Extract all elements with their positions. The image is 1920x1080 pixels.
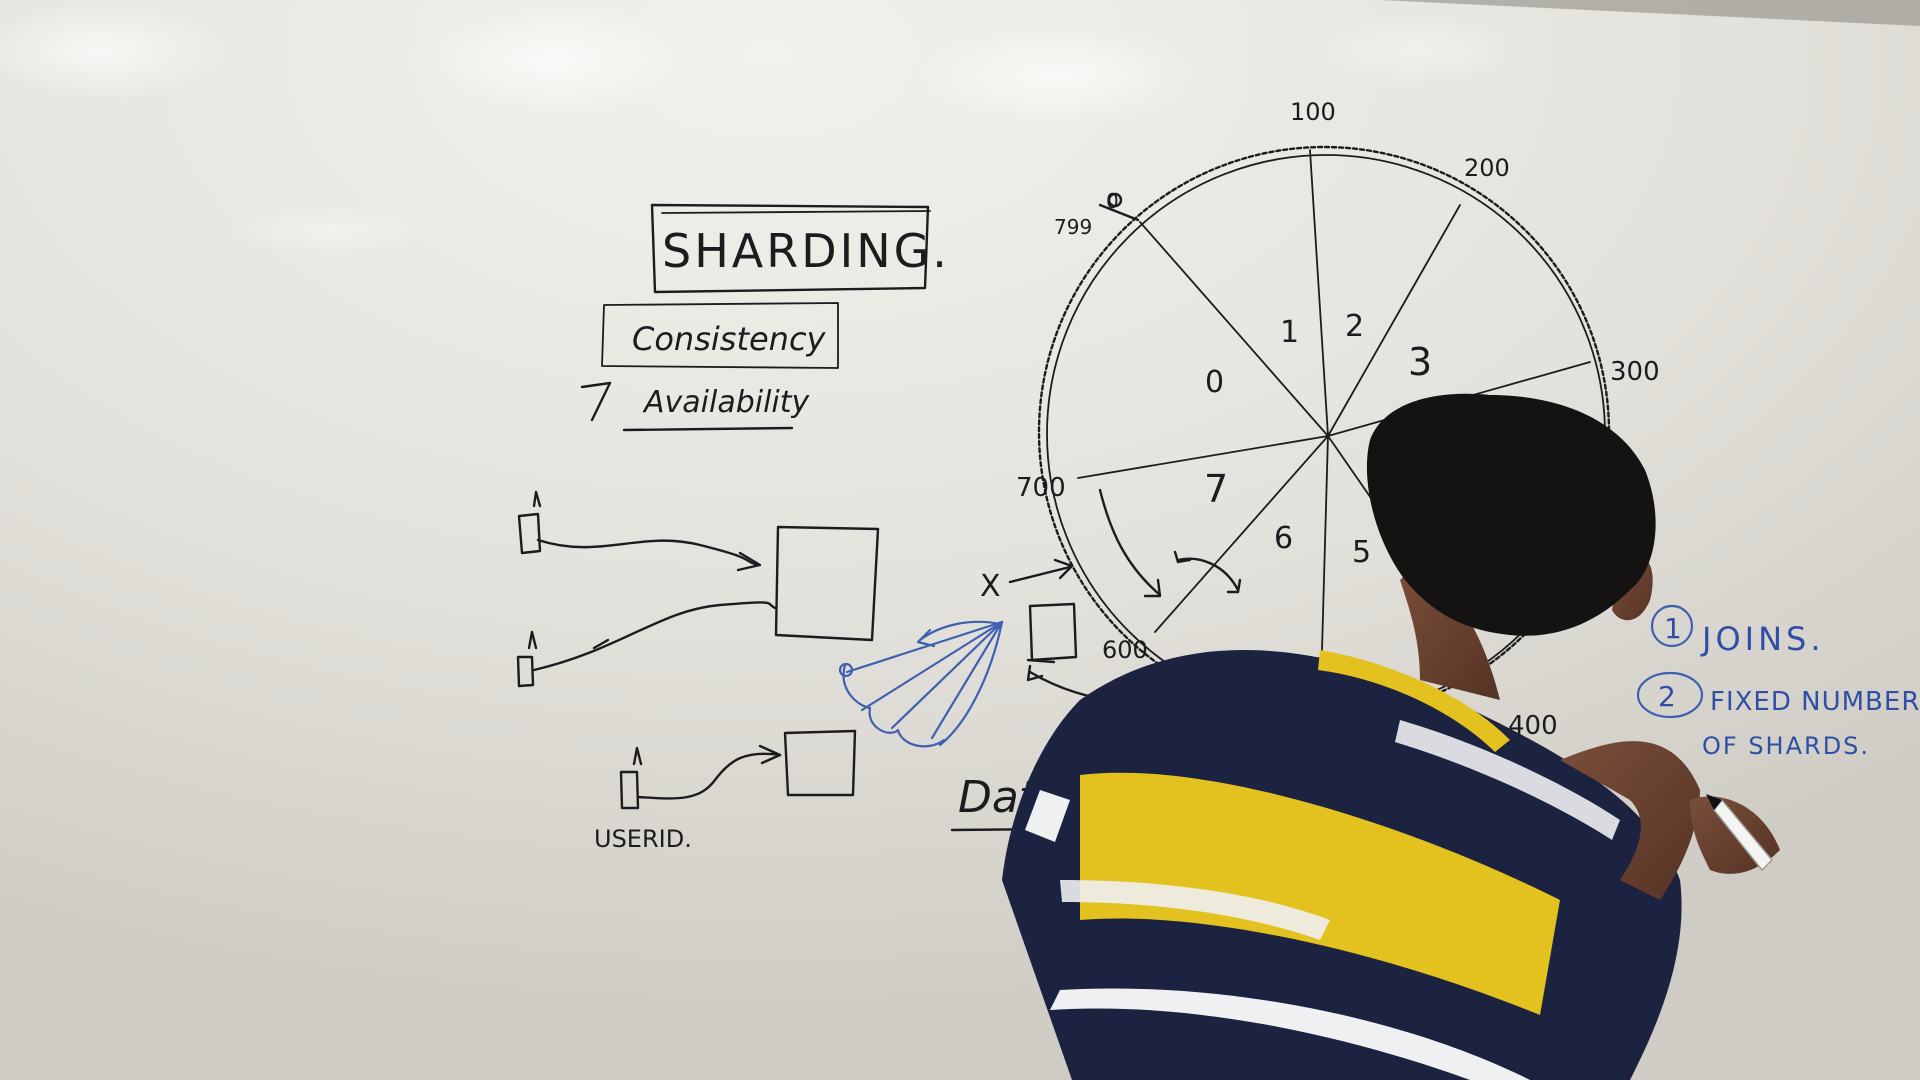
presenter-hair [1366, 393, 1656, 636]
note-1-text: JOINS. [1700, 620, 1824, 658]
ring-label-300: 300 [1610, 357, 1660, 387]
shard-label-3: 3 [1408, 340, 1432, 384]
note-2-line-1: FIXED NUMBER [1710, 687, 1920, 717]
shirt-white-stripe-4 [1025, 790, 1070, 842]
ring-label-100: 100 [1290, 98, 1336, 126]
userid-label: USERID. [594, 825, 692, 853]
limitations-notes: 1 JOINS. 2 FIXED NUMBER OF SHARDS. [1636, 604, 1920, 906]
ring-label-799: 799 [1054, 215, 1092, 239]
shard-label-6: 6 [1274, 521, 1293, 556]
note-2-number: 2 [1658, 680, 1676, 713]
shirt-collar [1318, 650, 1510, 752]
client-icon-top [517, 490, 542, 555]
title-box: SHARDING. [650, 203, 950, 294]
ring-label-200: 200 [1464, 154, 1510, 182]
client-server-diagram: USERID. [516, 490, 880, 853]
title-text: SHARDING. [662, 224, 950, 278]
shirt-white-stripe-2 [1060, 880, 1330, 940]
ring-label-600: 600 [1102, 636, 1148, 664]
shard-node-box [1028, 602, 1078, 662]
availability-label: Availability [642, 385, 811, 420]
shirt-white-stripe-3 [1395, 720, 1620, 840]
note-1-number: 1 [1664, 612, 1682, 645]
request-label: X [980, 569, 1001, 604]
note-2-line-2: OF SHARDS. [1702, 732, 1870, 760]
client-icon-middle [516, 630, 538, 688]
server-box-small [783, 729, 857, 797]
ring-label-700: 700 [1016, 473, 1066, 503]
shirt-yellow-stripe [1080, 772, 1560, 1015]
server-box [774, 525, 880, 642]
consistency-label: Consistency [632, 320, 827, 358]
whiteboard-top-edge [1380, 0, 1920, 26]
ring-label-0: 0 [1106, 189, 1119, 213]
marker-pen [1706, 794, 1774, 872]
shard-label-2: 2 [1345, 309, 1364, 344]
presenter-arm [1560, 741, 1700, 900]
concept-notes: Consistency Availability [580, 302, 839, 432]
client-icon-bottom [619, 746, 643, 810]
shard-label-7: 7 [1204, 467, 1228, 511]
shard-label-5: 5 [1352, 535, 1371, 570]
shard-label-1: 1 [1280, 315, 1299, 350]
presenter [1002, 393, 1780, 1080]
ceiling-light-reflections [0, 0, 1540, 258]
shard-label-0: 0 [1205, 365, 1224, 400]
shirt-white-stripe-1 [1050, 988, 1530, 1080]
request-routing: X [838, 558, 1122, 748]
